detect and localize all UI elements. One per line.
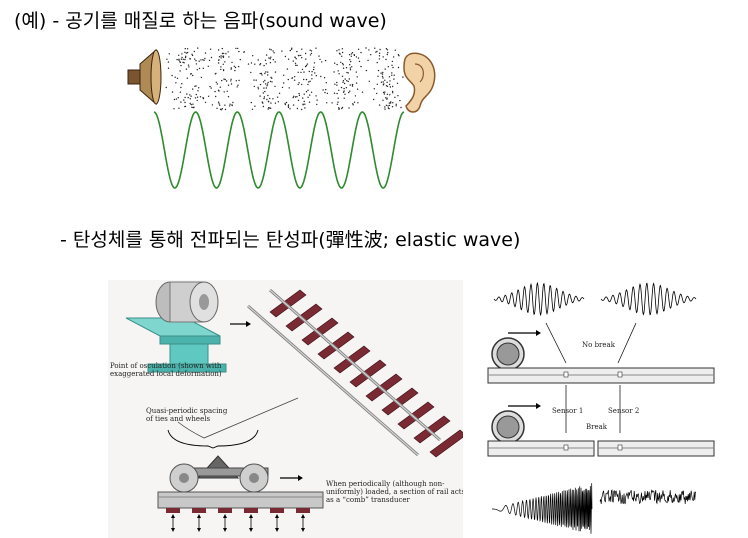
sound-wave-heading: (예) - 공기를 매질로 하는 음파(sound wave) — [14, 6, 387, 33]
osculation-caption: Point of osculation (shown with exaggera… — [110, 362, 222, 378]
sine-wave — [153, 111, 405, 189]
railway-track — [247, 288, 463, 458]
elastic-wave-term: (彈性波; elastic wave) — [318, 229, 521, 251]
svg-text:uniformly) loaded, a section o: uniformly) loaded, a section of rail act… — [326, 488, 463, 496]
no-break-label: No break — [582, 341, 616, 349]
svg-text:Point of osculation (shown wit: Point of osculation (shown with — [110, 362, 222, 370]
elastic-wave-heading: - 탄성체를 통해 전파되는 탄성파(彈性波; elastic wave) — [60, 225, 520, 252]
svg-text:exaggerated local deformation): exaggerated local deformation) — [110, 370, 222, 378]
break-sensor-diagram: No break Sensor 1 Sensor 2 Break — [487, 281, 715, 534]
spacing-caption: Quasi-periodic spacing of ties and wheel… — [146, 407, 228, 423]
sensor-1-label: Sensor 1 — [552, 407, 583, 415]
svg-text:When periodically (although no: When periodically (although non- — [326, 480, 445, 488]
break-label: Break — [586, 423, 608, 431]
transducer-caption: When periodically (although non- uniform… — [326, 480, 463, 504]
air-particle-dots — [165, 47, 404, 111]
sound-wave-text: - 공기를 매질로 하는 음파 — [52, 10, 259, 32]
wheel-on-beam — [125, 281, 251, 373]
speaker-icon — [127, 48, 162, 106]
svg-text:as a “comb” transducer: as a “comb” transducer — [326, 496, 411, 504]
sensor-2-label: Sensor 2 — [608, 407, 639, 415]
wave-packet-right — [600, 282, 697, 316]
rail-intact — [487, 330, 715, 384]
wave-packet-left — [493, 281, 585, 317]
sensor-labels: Sensor 1 Sensor 2 Break — [552, 385, 639, 433]
ear-icon — [403, 52, 436, 113]
received-signal-noise — [599, 489, 696, 505]
svg-text:of ties and wheels: of ties and wheels — [146, 415, 210, 423]
sound-wave-figure — [127, 47, 436, 189]
svg-text:Quasi-periodic spacing: Quasi-periodic spacing — [146, 407, 228, 415]
example-label: (예) — [14, 10, 47, 32]
sound-wave-term: (sound wave) — [258, 10, 387, 32]
received-signal-chirp — [492, 483, 593, 534]
elastic-wave-text: - 탄성체를 통해 전파되는 탄성파 — [60, 229, 319, 251]
rail-ties — [166, 508, 310, 532]
rail-broken — [487, 403, 715, 457]
rail-comb-diagram: Point of osculation (shown with exaggera… — [108, 280, 463, 538]
